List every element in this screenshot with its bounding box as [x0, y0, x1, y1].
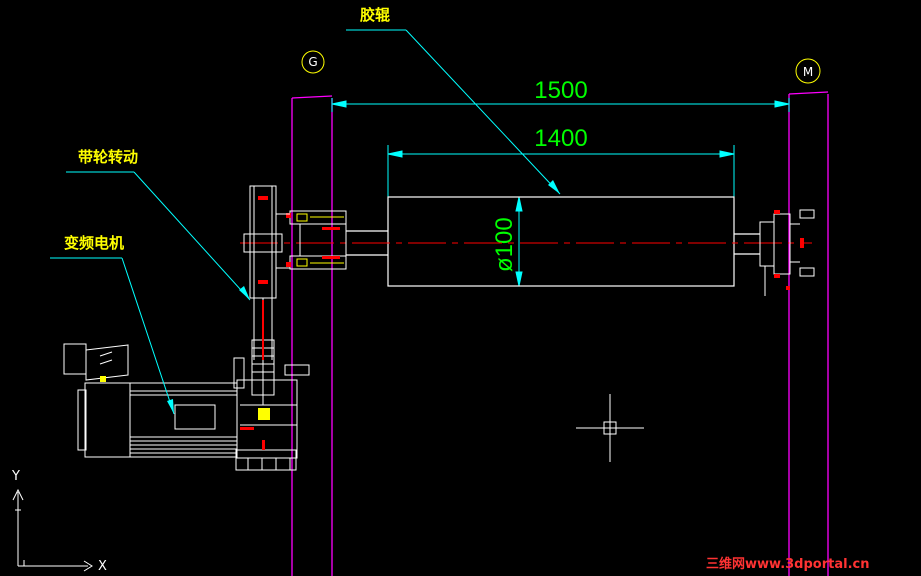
left-bearing-detail: [296, 213, 344, 267]
watermark-text: 三维网www.3dportal.cn: [706, 556, 869, 572]
left-bearing-housing: [289, 210, 347, 270]
leader-motor: [50, 257, 175, 415]
column-g: [291, 95, 333, 576]
label-roller: 胶辊: [360, 6, 390, 24]
motor: [63, 343, 310, 471]
label-motor: 变频电机: [64, 234, 124, 252]
belt-drive-assembly: [243, 185, 290, 405]
roller-body: [346, 196, 760, 287]
leader-belt-drive: [66, 171, 251, 301]
belt-drive-marks: [258, 196, 268, 360]
right-flange: [759, 209, 815, 296]
axis-bubble-g-label: G: [308, 55, 317, 69]
dimension-1400-label: 1400: [534, 125, 587, 152]
leader-motor-arrow: [167, 399, 174, 414]
leader-roller-arrow: [548, 180, 560, 194]
ucs-y-label: Y: [11, 469, 20, 484]
dimension-diameter-label: ø100: [491, 217, 518, 272]
column-m: [788, 91, 829, 576]
left-bearing-marks: [286, 213, 340, 267]
axis-bubble-g: G: [301, 50, 325, 74]
ucs-x-label: X: [98, 559, 107, 574]
axis-bubble-m: M: [795, 58, 821, 84]
axis-bubble-m-label: M: [803, 65, 813, 79]
dimension-1500-label: 1500: [534, 77, 587, 104]
motor-red-marks: [240, 427, 265, 450]
ucs-icon: [12, 488, 93, 572]
dimension-1500: [331, 98, 790, 112]
dimension-1400: [387, 145, 735, 197]
leader-roller: [346, 29, 561, 195]
crosshair-cursor[interactable]: [576, 394, 644, 462]
right-flange-marks: [774, 210, 804, 290]
dimension-diameter: [515, 196, 523, 287]
leader-belt-drive-arrow: [239, 286, 250, 300]
label-belt-drive: 带轮转动: [78, 148, 138, 166]
motor-marks: [100, 376, 270, 420]
